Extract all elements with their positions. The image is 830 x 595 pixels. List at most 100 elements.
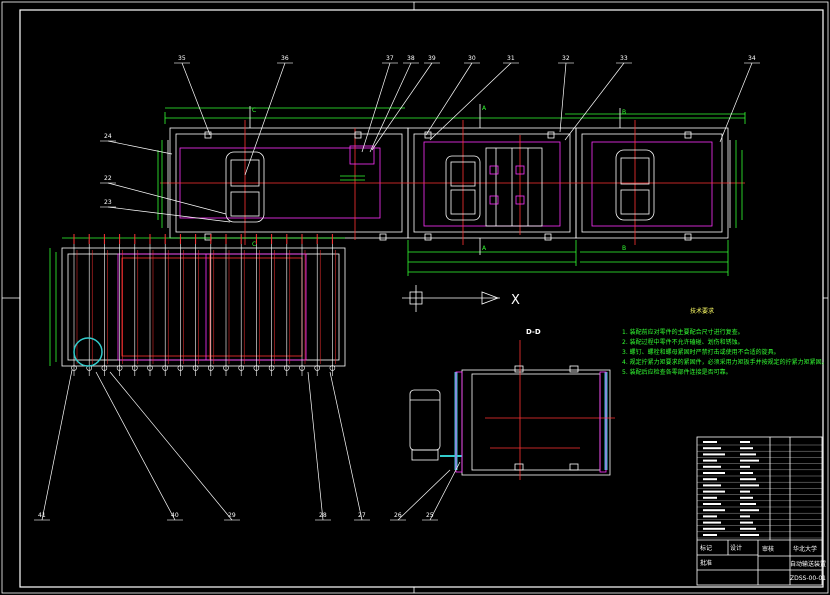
roller-end xyxy=(238,365,244,371)
leader-line xyxy=(41,369,73,521)
part-balloon-35: 35 xyxy=(178,55,186,62)
tb-role-4: 批准 xyxy=(700,559,712,567)
tb-school: 华北大学 xyxy=(793,545,817,553)
tb-title: 自动输送装置 xyxy=(790,560,826,568)
section-mark-c2: C xyxy=(252,241,256,248)
tb-cell-text xyxy=(740,459,759,462)
roller-end xyxy=(71,365,77,371)
roller-end xyxy=(299,365,305,371)
tb-cell-text xyxy=(740,447,753,450)
tb-cell-text xyxy=(740,472,753,474)
roller-end xyxy=(268,365,275,371)
sprocket-detail xyxy=(73,337,103,367)
part-balloon-25: 25 xyxy=(426,512,434,519)
tb-role-1: 标记 xyxy=(700,544,712,552)
part-balloon-40: 40 xyxy=(171,512,179,519)
tb-cell-text xyxy=(703,521,721,524)
note-line: 5. 装配后应检查各零部件连接是否可靠。 xyxy=(622,368,732,376)
note-line: 4. 规定拧紧力矩要求的紧固件，必须采用力矩扳手并按规定的拧紧力矩紧固。 xyxy=(622,358,828,366)
leader-line xyxy=(564,62,625,141)
part-balloon-41: 41 xyxy=(38,512,46,519)
tb-cell-text xyxy=(703,490,725,493)
tb-role-2: 设计 xyxy=(730,544,742,552)
roller-end xyxy=(192,365,199,371)
tb-cell-text xyxy=(740,453,756,456)
leader-line xyxy=(429,461,461,521)
part-balloon-38: 38 xyxy=(407,55,415,62)
roller-conveyor-view xyxy=(49,237,346,367)
part-balloon-23: 23 xyxy=(104,199,112,206)
tb-role-3: 审核 xyxy=(762,545,774,553)
tb-cell-text xyxy=(703,472,725,474)
leader-line xyxy=(425,62,473,136)
tb-cell-text xyxy=(740,534,759,536)
leader-line xyxy=(397,469,451,521)
leader-line xyxy=(181,62,211,136)
roller-end xyxy=(101,365,108,371)
part-balloon-26: 26 xyxy=(394,512,402,519)
part-balloon-22: 22 xyxy=(104,175,112,182)
leader-line xyxy=(559,62,567,133)
leader-lines xyxy=(41,62,753,521)
leader-line xyxy=(109,371,233,521)
part-balloon-39: 39 xyxy=(428,55,436,62)
leader-line xyxy=(719,62,753,143)
part-balloon-31: 31 xyxy=(507,55,515,62)
tb-cell-text xyxy=(740,527,756,530)
tb-cell-text xyxy=(703,453,725,456)
top-plan-view xyxy=(157,104,746,276)
tb-cell-text xyxy=(740,441,750,443)
axis-indicator xyxy=(402,285,500,312)
leader-line xyxy=(329,371,363,521)
part-balloon-29: 29 xyxy=(228,512,236,519)
roller-end xyxy=(177,365,184,371)
section-mark-c1: C xyxy=(252,107,256,114)
roller-end xyxy=(116,365,123,371)
section-mark-b2: B xyxy=(622,245,626,252)
tb-drawing-no: ZDSS-00-01 xyxy=(790,575,826,582)
axis-label-x: X xyxy=(511,293,520,308)
roller-end xyxy=(329,365,336,371)
tb-cell-text xyxy=(740,465,750,468)
technical-notes: 1. 装配前应对零件的主要配合尺寸进行复查。2. 装配过程中零件不允许磕碰、划伤… xyxy=(622,328,828,376)
part-balloon-27: 27 xyxy=(358,512,366,519)
tb-cell-text xyxy=(703,527,725,530)
tb-cell-text xyxy=(703,441,717,443)
part-balloon-36: 36 xyxy=(281,55,289,62)
part-balloon-34: 34 xyxy=(748,55,756,62)
roller-rows xyxy=(71,234,336,376)
tb-cell-text xyxy=(740,496,753,499)
tb-cell-text xyxy=(740,509,759,512)
section-dd-view xyxy=(409,340,615,480)
tb-cell-text xyxy=(740,515,750,518)
leader-line xyxy=(429,62,512,141)
roller-end xyxy=(132,365,138,371)
section-mark-a1: A xyxy=(482,105,487,112)
leader-line xyxy=(361,62,391,153)
tb-cell-text xyxy=(703,534,717,536)
leader-line xyxy=(107,206,231,223)
tb-cell-text xyxy=(740,478,756,481)
part-balloon-28: 28 xyxy=(319,512,327,519)
roller-end xyxy=(223,365,229,371)
tb-cell-text xyxy=(703,478,717,481)
tb-cell-text xyxy=(703,484,721,487)
note-line: 2. 装配过程中零件不允许磕碰、划伤和锈蚀。 xyxy=(622,338,744,346)
part-balloon-33: 33 xyxy=(620,55,628,62)
roller-end xyxy=(162,365,168,371)
title-block-rows xyxy=(697,441,822,539)
part-balloon-30: 30 xyxy=(468,55,476,62)
leader-line xyxy=(369,62,412,153)
tb-cell-text xyxy=(740,490,750,493)
part-balloon-24: 24 xyxy=(104,133,112,140)
tb-cell-text xyxy=(703,515,717,518)
part-balloon-32: 32 xyxy=(562,55,570,62)
leader-line xyxy=(95,371,176,521)
roller-end xyxy=(208,365,214,371)
section-title-dd: D-D xyxy=(526,328,541,336)
tb-cell-text xyxy=(703,465,721,468)
notes-title: 技术要求 xyxy=(690,307,714,315)
